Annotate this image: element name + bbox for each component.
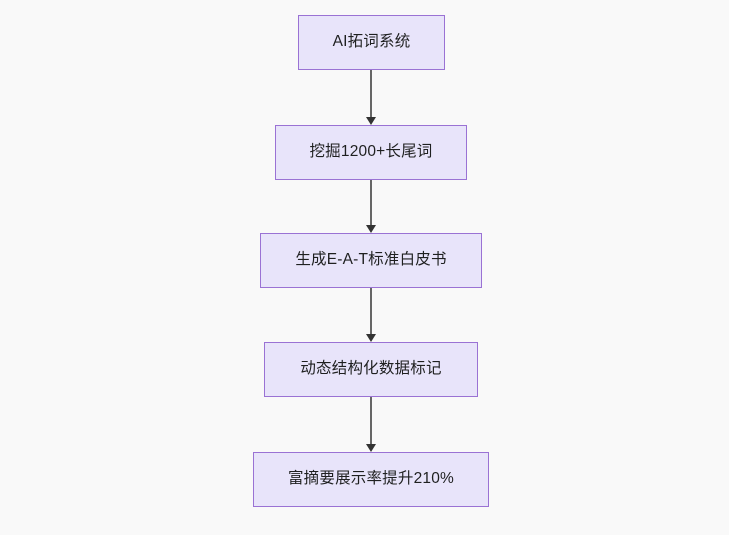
connector-n3-n4 (363, 288, 379, 342)
arrowhead-icon (366, 224, 376, 233)
flow-node-label: 生成E-A-T标准白皮书 (295, 251, 447, 269)
flow-node-generate-eat-whitepaper[interactable]: 生成E-A-T标准白皮书 (260, 233, 482, 288)
flow-node-label: 富摘要展示率提升210% (287, 470, 455, 488)
connector-line (370, 180, 372, 226)
connector-line (370, 397, 372, 445)
flow-node-ai-keyword-system[interactable]: AI拓词系统 (298, 15, 445, 70)
flow-node-dynamic-structured-data-markup[interactable]: 动态结构化数据标记 (264, 342, 478, 397)
connector-line (370, 288, 372, 335)
flow-node-label: AI拓词系统 (332, 33, 411, 51)
arrowhead-icon (366, 443, 376, 452)
connector-n2-n3 (363, 180, 379, 233)
flow-node-mine-longtail-keywords[interactable]: 挖掘1200+长尾词 (275, 125, 467, 180)
connector-n1-n2 (363, 70, 379, 125)
arrowhead-icon (366, 116, 376, 125)
connector-n4-n5 (363, 397, 379, 452)
flow-node-rich-snippet-impression-uplift[interactable]: 富摘要展示率提升210% (253, 452, 489, 507)
connector-line (370, 70, 372, 118)
flow-node-label: 挖掘1200+长尾词 (309, 143, 433, 161)
flow-node-label: 动态结构化数据标记 (300, 360, 442, 378)
arrowhead-icon (366, 333, 376, 342)
